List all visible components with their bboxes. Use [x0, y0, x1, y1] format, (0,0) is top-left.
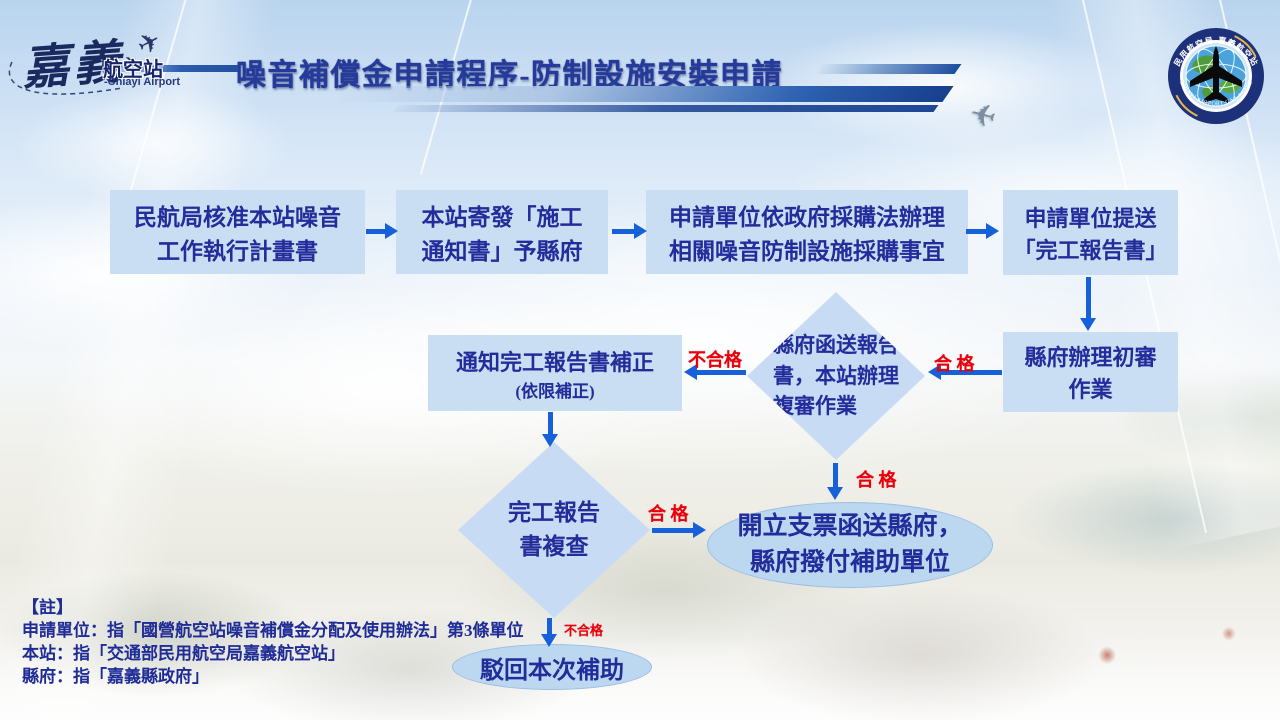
flow-diamond-label: 縣府函送報告 書，本站辦理 複審作業 [773, 333, 899, 419]
flow-box-sublabel: (依限補正) [515, 381, 595, 401]
title-swoosh-top [816, 64, 962, 74]
flow-ellipse-label: 駁回本次補助 [480, 657, 624, 684]
pass-label: 合 格 [856, 470, 897, 490]
footnote-line: 申請單位：指「國營航空站噪音補償金分配及使用辦法」第3條單位 [22, 621, 524, 640]
caa-chiayi-badge: 民用航空局-嘉義航空站 CHIAYI AIRPORT.CAA.MOTC [1168, 28, 1264, 124]
airport-station-text: 航空站 [103, 59, 163, 81]
flow-ellipse-issue-check: 開立支票函送縣府， 縣府撥付補助單位 [707, 502, 993, 588]
flow-box-procurement: 申請單位依政府採購法辦理 相關噪音防制設施採購事宜 [646, 190, 968, 274]
dashed-flightpath-curve [8, 61, 123, 95]
flow-box-correction-notice: 通知完工報告書補正 (依限補正) [428, 335, 682, 411]
badge-airplane-icon [1190, 46, 1242, 103]
logo-underline-swoosh [96, 65, 238, 72]
arrow-correction-to-diamond2 [542, 412, 558, 448]
pass-label: 合 格 [648, 504, 689, 524]
flow-box-label: 縣府辦理初審 作業 [1024, 345, 1157, 402]
title-swoosh-main [336, 86, 954, 102]
flow-box-label: 申請單位提送 「完工報告書」 [1013, 205, 1168, 263]
flow-box-label: 本站寄發「施工 通知書」予縣府 [421, 205, 583, 264]
arrow-box1-to-box2 [366, 223, 398, 239]
fail-label: 不合格 [564, 623, 604, 638]
fail-label: 不合格 [688, 350, 742, 370]
flow-box-completion-report: 申請單位提送 「完工報告書」 [1003, 190, 1178, 275]
chiayi-airport-english-text: -Chiayi Airport [104, 76, 180, 88]
flow-box-first-review: 縣府辦理初審 作業 [1003, 332, 1178, 412]
flow-box-label: 通知完工報告書補正 [455, 349, 654, 375]
flow-ellipse-label: 開立支票函送縣府， 縣府撥付補助單位 [737, 512, 963, 576]
arrow-review-to-diamond1 [928, 364, 1002, 380]
footnotes: 【註】 申請單位：指「國營航空站噪音補償金分配及使用辦法」第3條單位 本站：指「… [22, 596, 622, 688]
arrow-box4-to-review [1080, 277, 1096, 331]
flow-ellipse-reject-subsidy: 駁回本次補助 [452, 644, 652, 690]
flow-diamond-label: 完工報告 書複查 [508, 499, 600, 560]
pass-label: 合 格 [934, 354, 975, 374]
flow-box-label: 申請單位依政府採購法辦理 相關噪音防制設施採購事宜 [669, 205, 945, 264]
arrow-box2-to-box3 [612, 223, 647, 239]
arrow-diamond2-to-reject [541, 618, 557, 648]
flow-box-construction-notice: 本站寄發「施工 通知書」予縣府 [396, 190, 608, 274]
footnote-line: 本站：指「交通部民用航空局嘉義航空站」 [22, 644, 345, 663]
flow-box-caa-approval: 民航局核准本站噪音 工作執行計畫書 [110, 190, 365, 274]
flow-box-label: 民航局核准本站噪音 工作執行計畫書 [134, 205, 341, 264]
arrow-diamond1-to-correction [684, 364, 746, 380]
footnote-heading: 【註】 [22, 598, 73, 617]
title-swoosh-thin [393, 105, 939, 112]
arrow-box3-to-box4 [966, 223, 1000, 239]
footnote-line: 縣府：指「嘉義縣政府」 [22, 667, 209, 686]
arrow-diamond1-to-ellipse1 [827, 463, 843, 501]
arrow-diamond2-to-ellipse1 [652, 522, 706, 538]
